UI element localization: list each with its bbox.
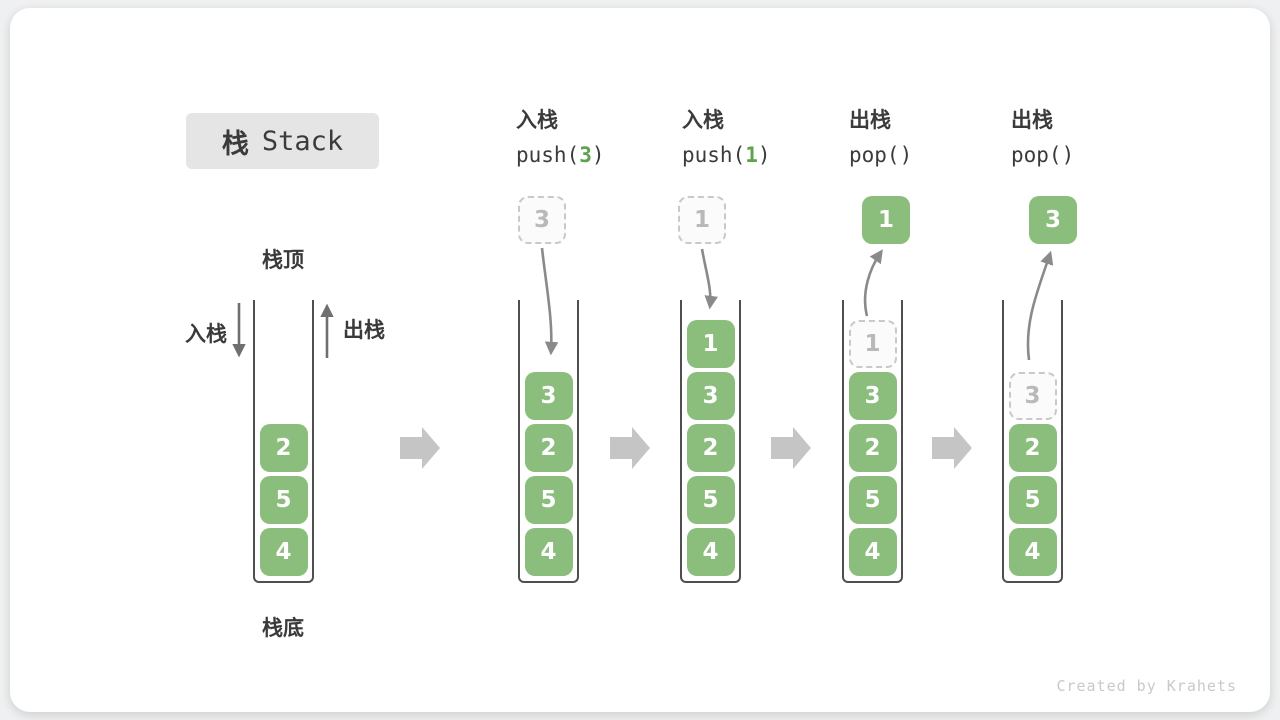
code-suffix: ) bbox=[591, 143, 605, 167]
stack-item: 4 bbox=[686, 528, 735, 576]
title-cn: 栈 bbox=[221, 128, 249, 160]
stack-item: 3 bbox=[524, 372, 573, 420]
stack-item: 5 bbox=[259, 476, 308, 524]
op-label: 入栈 bbox=[682, 108, 724, 132]
stack-item: 5 bbox=[686, 476, 735, 524]
stack-after-push-3: 3 2 5 4 bbox=[518, 300, 579, 583]
floating-value-dashed: 3 bbox=[518, 196, 566, 244]
stack-item: 2 bbox=[524, 424, 573, 472]
op-code: push(3) bbox=[516, 141, 605, 169]
stack-item: 3 bbox=[848, 372, 897, 420]
code-suffix: ) bbox=[757, 143, 771, 167]
stack-item-popped-ghost: 1 bbox=[848, 320, 897, 368]
code-prefix: pop( bbox=[1011, 143, 1062, 167]
stack-item-popped-ghost: 3 bbox=[1008, 372, 1057, 420]
push-in-label: 入栈 bbox=[185, 322, 227, 346]
stack-item: 2 bbox=[686, 424, 735, 472]
code-suffix: ) bbox=[1061, 143, 1075, 167]
stack-item: 5 bbox=[524, 476, 573, 524]
stack-item: 1 bbox=[686, 320, 735, 368]
code-suffix: ) bbox=[899, 143, 913, 167]
stack-item: 2 bbox=[848, 424, 897, 472]
floating-value-popped: 3 bbox=[1029, 196, 1077, 244]
code-prefix: pop( bbox=[849, 143, 900, 167]
stack-initial: 2 5 4 bbox=[253, 300, 314, 583]
code-prefix: push( bbox=[516, 143, 580, 167]
stack-top-label: 栈顶 bbox=[262, 248, 304, 272]
title-box: 栈 Stack bbox=[186, 113, 379, 169]
code-arg: 1 bbox=[745, 143, 758, 167]
stack-item: 3 bbox=[686, 372, 735, 420]
op-label: 出栈 bbox=[1011, 108, 1053, 132]
stack-item: 4 bbox=[524, 528, 573, 576]
header-pop-1: 出栈 pop() bbox=[849, 106, 912, 169]
stack-item: 4 bbox=[1008, 528, 1057, 576]
code-arg: 3 bbox=[579, 143, 592, 167]
op-code: pop() bbox=[849, 141, 912, 169]
header-push-3: 入栈 push(3) bbox=[516, 106, 605, 169]
stack-after-push-1: 1 3 2 5 4 bbox=[680, 300, 741, 583]
stack-after-pop-3: 3 2 5 4 bbox=[1002, 300, 1063, 583]
stack-bottom-label: 栈底 bbox=[262, 616, 304, 640]
op-code: push(1) bbox=[682, 141, 771, 169]
header-pop-3: 出栈 pop() bbox=[1011, 106, 1074, 169]
pop-out-label: 出栈 bbox=[343, 318, 385, 342]
credit-text: Created by Krahets bbox=[1056, 677, 1237, 695]
stack-item: 5 bbox=[848, 476, 897, 524]
header-push-1: 入栈 push(1) bbox=[682, 106, 771, 169]
op-code: pop() bbox=[1011, 141, 1074, 169]
op-label: 入栈 bbox=[516, 108, 558, 132]
stack-item: 4 bbox=[848, 528, 897, 576]
floating-value-dashed: 1 bbox=[678, 196, 726, 244]
title-en: Stack bbox=[261, 125, 344, 157]
floating-value-popped: 1 bbox=[862, 196, 910, 244]
stack-item: 2 bbox=[259, 424, 308, 472]
stack-item: 4 bbox=[259, 528, 308, 576]
stack-item: 5 bbox=[1008, 476, 1057, 524]
op-label: 出栈 bbox=[849, 108, 891, 132]
code-prefix: push( bbox=[682, 143, 746, 167]
stack-item: 2 bbox=[1008, 424, 1057, 472]
stack-after-pop-1: 1 3 2 5 4 bbox=[842, 300, 903, 583]
